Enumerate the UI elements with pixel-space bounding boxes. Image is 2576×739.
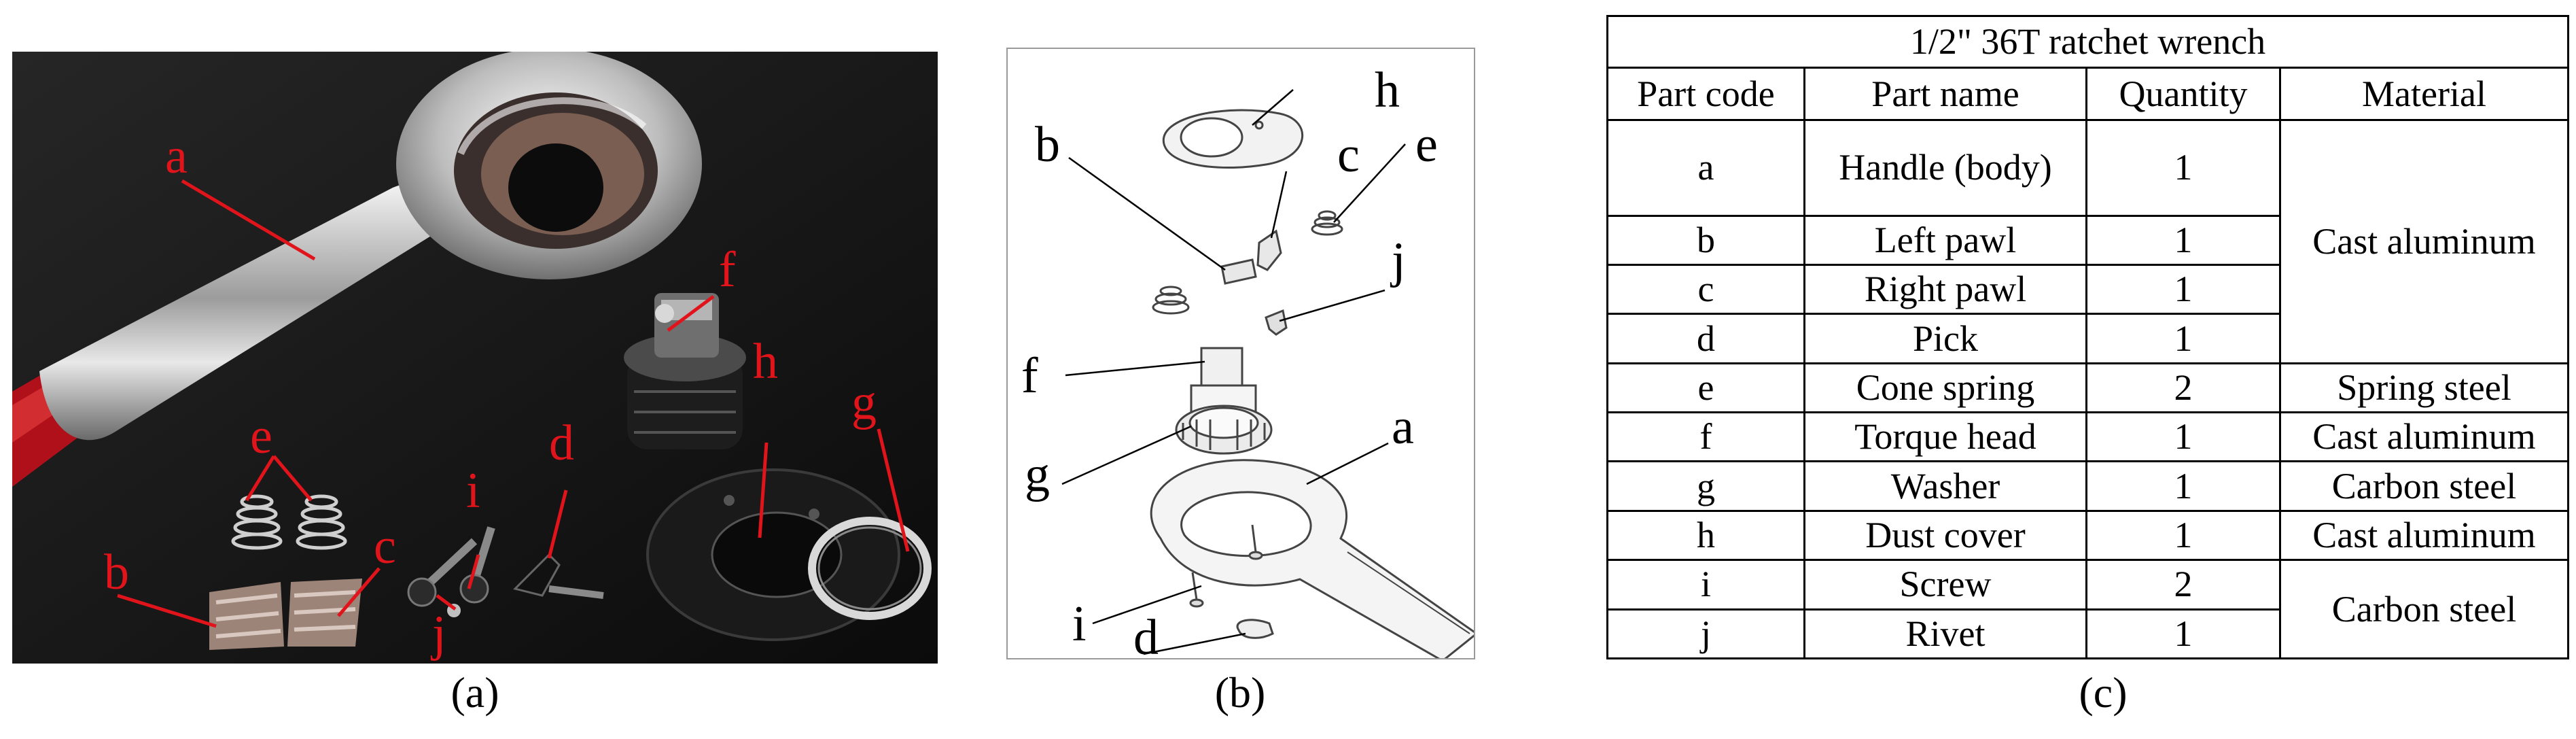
header-part-name: Part name xyxy=(1803,67,2087,121)
label-f-drawing: f xyxy=(1021,348,1038,404)
cell-qty: 1 xyxy=(2085,214,2281,266)
table-row: j Rivet 1 xyxy=(1606,608,2569,660)
label-d-photo: d xyxy=(549,415,574,471)
drawing-pawls xyxy=(1220,229,1282,285)
pick-part xyxy=(513,553,604,599)
cell-code: a xyxy=(1606,118,1805,217)
cell-code: g xyxy=(1606,460,1805,512)
label-h-photo: h xyxy=(753,334,778,390)
header-quantity: Quantity xyxy=(2085,67,2281,121)
photo-panel-a: a f e b c i j d h g xyxy=(12,52,938,664)
cell-name: Rivet xyxy=(1803,608,2087,660)
cell-material: Carbon steel xyxy=(2279,460,2569,512)
header-material: Material xyxy=(2279,67,2569,121)
label-e-photo: e xyxy=(250,409,272,464)
cell-qty: 2 xyxy=(2085,559,2281,611)
table-row: c Right pawl 1 xyxy=(1606,263,2569,315)
caption-b: (b) xyxy=(1214,668,1266,717)
drawing-dust-cover xyxy=(1162,109,1304,169)
cell-qty: 2 xyxy=(2085,362,2281,414)
table-row: i Screw 2 Carbon steel xyxy=(1606,559,2569,659)
cell-code: f xyxy=(1606,411,1805,463)
cell-qty: 1 xyxy=(2085,608,2281,660)
washer-part xyxy=(808,517,932,620)
cell-name: Handle (body) xyxy=(1803,118,2087,217)
cell-code: i xyxy=(1606,559,1805,611)
cell-name: Pick xyxy=(1803,313,2087,364)
spring-parts xyxy=(231,494,347,550)
table-row: e Cone spring 2 Spring steel xyxy=(1606,362,2569,414)
pawl-parts xyxy=(209,579,362,650)
table-row: h Dust cover 1 Cast aluminum xyxy=(1606,509,2569,562)
cell-name: Screw xyxy=(1803,559,2087,611)
cell-material: Cast aluminum xyxy=(2279,509,2569,562)
label-d-drawing: d xyxy=(1133,610,1159,658)
cell-code: c xyxy=(1606,263,1805,315)
cell-qty: 1 xyxy=(2085,411,2281,463)
label-b-photo: b xyxy=(104,545,129,600)
drawing-handle xyxy=(1150,459,1474,658)
drawing-torque-head xyxy=(1175,347,1273,455)
cell-material: Cast aluminum xyxy=(2279,118,2569,364)
label-g-photo: g xyxy=(851,375,877,430)
cell-name: Washer xyxy=(1803,460,2087,512)
table-row: f Torque head 1 Cast aluminum xyxy=(1606,411,2569,463)
label-h-drawing: h xyxy=(1375,63,1400,118)
cell-name: Right pawl xyxy=(1803,263,2087,315)
label-i-drawing: i xyxy=(1072,596,1087,652)
caption-a: (a) xyxy=(451,668,499,717)
torque-head-part xyxy=(624,293,746,449)
cell-name: Left pawl xyxy=(1803,214,2087,266)
cell-code: j xyxy=(1606,608,1805,660)
table-row: b Left pawl 1 xyxy=(1606,214,2569,266)
cell-material: Cast aluminum xyxy=(2279,411,2569,463)
caption-c: (c) xyxy=(2079,668,2128,717)
cell-qty: 1 xyxy=(2085,313,2281,364)
cell-qty: 1 xyxy=(2085,118,2281,217)
screw-parts xyxy=(407,526,495,617)
callout-lines-b xyxy=(1061,89,1406,655)
table-header-row: Part code Part name Quantity Material xyxy=(1606,67,2569,121)
label-e-drawing: e xyxy=(1415,117,1438,173)
table-row: a Handle (body) 1 Cast aluminum xyxy=(1606,118,2569,364)
label-j-photo: j xyxy=(430,606,446,661)
cell-qty: 1 xyxy=(2085,460,2281,512)
parts-table-panel-c: 1/2" 36T ratchet wrench Part code Part n… xyxy=(1606,14,2569,660)
label-c-photo: c xyxy=(374,519,396,574)
cell-code: b xyxy=(1606,214,1805,266)
cell-code: e xyxy=(1606,362,1805,414)
label-a-drawing: a xyxy=(1392,399,1414,455)
drawing-springs xyxy=(1152,210,1343,315)
cell-name: Dust cover xyxy=(1803,509,2087,562)
cell-qty: 1 xyxy=(2085,263,2281,315)
label-a-photo: a xyxy=(165,128,188,184)
table-row: d Pick 1 xyxy=(1606,313,2569,364)
label-i-photo: i xyxy=(466,463,480,519)
label-b-drawing: b xyxy=(1035,117,1060,173)
wrench-handle xyxy=(39,182,455,441)
drawing-rivet xyxy=(1265,309,1288,336)
label-j-drawing: j xyxy=(1390,233,1406,288)
table-title: 1/2" 36T ratchet wrench xyxy=(1606,14,2569,69)
label-f-photo: f xyxy=(719,242,736,298)
label-c-drawing: c xyxy=(1337,127,1360,183)
cell-name: Torque head xyxy=(1803,411,2087,463)
cell-material: Spring steel xyxy=(2279,362,2569,414)
header-part-code: Part code xyxy=(1606,67,1805,121)
parts-table: 1/2" 36T ratchet wrench Part code Part n… xyxy=(1606,14,2569,660)
cell-name: Cone spring xyxy=(1803,362,2087,414)
label-g-drawing: g xyxy=(1025,447,1050,502)
wrench-head xyxy=(396,52,702,279)
wrench-parts-photo: a f e b c i j d h g xyxy=(12,52,938,664)
cell-code: d xyxy=(1606,313,1805,364)
cell-material: Carbon steel xyxy=(2279,559,2569,659)
cell-qty: 1 xyxy=(2085,509,2281,562)
cell-code: h xyxy=(1606,509,1805,562)
table-row: g Washer 1 Carbon steel xyxy=(1606,460,2569,512)
exploded-view-drawing: h c e b j f g a i d xyxy=(1021,63,1474,658)
exploded-view-panel-b: h c e b j f g a i d xyxy=(1006,48,1475,659)
callout-lines-a xyxy=(117,179,910,628)
drawing-screws xyxy=(1189,524,1274,639)
